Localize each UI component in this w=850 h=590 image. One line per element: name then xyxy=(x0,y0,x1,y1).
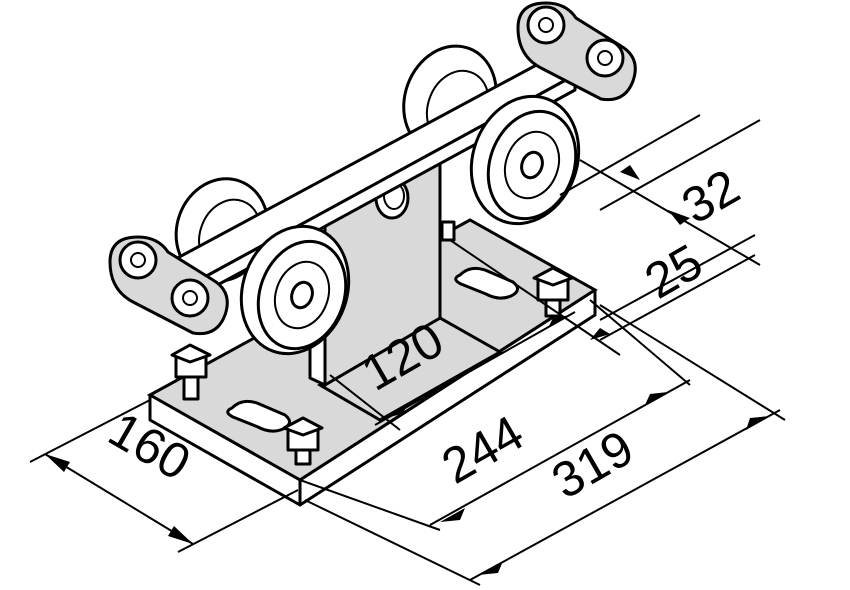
dim-32: 32 xyxy=(673,158,749,234)
dim-319: 319 xyxy=(543,419,643,509)
front-wheel-right xyxy=(469,94,581,226)
slot-right xyxy=(454,266,519,300)
dim-244: 244 xyxy=(433,404,533,494)
bolt-base-left xyxy=(170,343,212,401)
dimension-lines xyxy=(29,114,786,586)
end-plate-right xyxy=(516,1,637,102)
bolt-base-front xyxy=(282,416,324,466)
dim-25: 25 xyxy=(636,233,712,309)
nut-right-2 xyxy=(585,38,625,78)
end-plate-left xyxy=(108,235,229,336)
pin xyxy=(440,220,456,242)
front-wheel-left xyxy=(239,224,351,356)
nut-left-1 xyxy=(118,240,158,280)
nut-left-2 xyxy=(170,278,210,318)
nut-right-1 xyxy=(526,5,566,45)
bolt-base-right xyxy=(532,266,574,318)
